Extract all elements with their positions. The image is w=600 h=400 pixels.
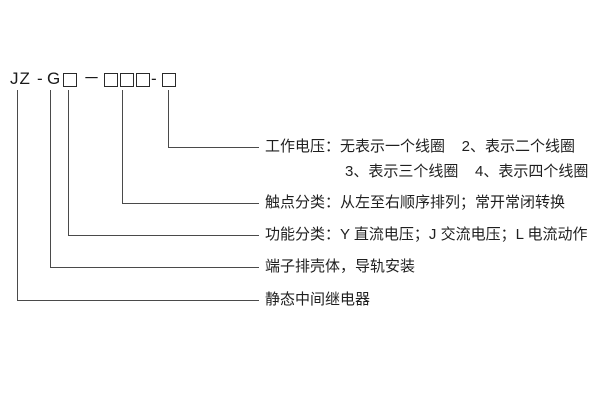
label-working-voltage-line2: 3、表示三个线圈 4、表示四个线圈 [345,163,589,180]
connector-housing [50,90,259,268]
connector-working-voltage [168,90,259,148]
model-code-dash-1: - [37,69,44,88]
model-code-box-contact-2 [120,73,134,87]
label-function: 功能分类：Y 直流电压；J 交流电压；L 电流动作 [265,226,588,243]
label-housing: 端子排壳体，导轨安装 [265,258,416,275]
connector-relay-type [17,90,259,301]
model-code-series: JZ [10,69,31,88]
label-contacts: 触点分类：从左至右顺序排列；常开常闭转换 [265,194,566,211]
model-code-box-contact-3 [136,73,150,87]
model-code-box-voltage [162,73,176,87]
model-code-dash-2: － [83,69,101,88]
label-relay-type: 静态中间继电器 [265,291,371,308]
model-code-dash-3: - [151,69,158,88]
model-code-function-letter: G [47,69,62,88]
label-working-voltage-line1: 工作电压：无表示一个线圈 2、表示二个线圈 [265,138,576,155]
connector-function [68,90,259,236]
connector-contacts [122,90,259,204]
model-code-box-contact-1 [104,73,118,87]
model-code-box-function [63,73,77,87]
